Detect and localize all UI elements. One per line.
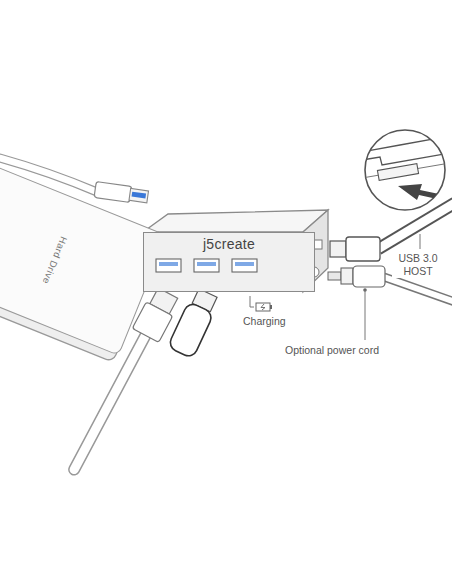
usb-port-tongue (159, 262, 178, 266)
usb-port-tongue (235, 262, 254, 266)
hub-body-part (143, 210, 328, 232)
host-label: USB 3.0 HOST (392, 252, 444, 278)
power-plug-part (365, 290, 366, 340)
hub-body (143, 210, 328, 292)
magnifier-part-part (398, 184, 448, 201)
power-plug-part (353, 266, 385, 287)
power-plug-part (384, 277, 452, 302)
magnifier (362, 130, 450, 210)
power-plug-part (328, 272, 341, 280)
usb-port (156, 259, 181, 272)
usb-port (232, 259, 257, 272)
usb-port (194, 259, 219, 272)
power-plug-part (384, 277, 452, 302)
host-cable-plug-part (378, 203, 452, 249)
hard-drive-cable-part (132, 192, 147, 199)
node-text: Hard Drive (40, 235, 69, 286)
usb-hub: j5create (143, 232, 315, 292)
magnifier-part-part (377, 164, 418, 181)
power-plug-part (341, 268, 353, 284)
charging-icon (250, 296, 272, 311)
hard-drive-cable-part (94, 182, 132, 203)
magnifier-part (362, 136, 450, 201)
node-text: j5create (144, 236, 314, 252)
hard-drive-cable-part (129, 188, 148, 202)
charging-icon-part (261, 304, 265, 310)
charging-icon-part (256, 303, 270, 311)
charging-icon-part (270, 305, 272, 309)
charging-icon-part (250, 296, 254, 307)
host-cable-plug-part (378, 203, 452, 249)
magnifier-part-part (362, 153, 450, 165)
power-cord-label: Optional power cord (285, 344, 379, 357)
usb-cable-plug-part (74, 334, 146, 470)
charging-label: Charging (243, 315, 286, 328)
usb-port-tongue (197, 262, 216, 266)
host-cable-plug-part (420, 234, 421, 249)
host-cable-plug-part (346, 237, 380, 261)
usb-cable-plug-part (132, 302, 173, 343)
usb-cable-plug-part (74, 334, 146, 470)
host-cable-plug-part (330, 241, 346, 257)
magnifier-part-part (362, 136, 450, 152)
flash-drive (167, 287, 220, 359)
flash-drive-part (167, 302, 214, 359)
